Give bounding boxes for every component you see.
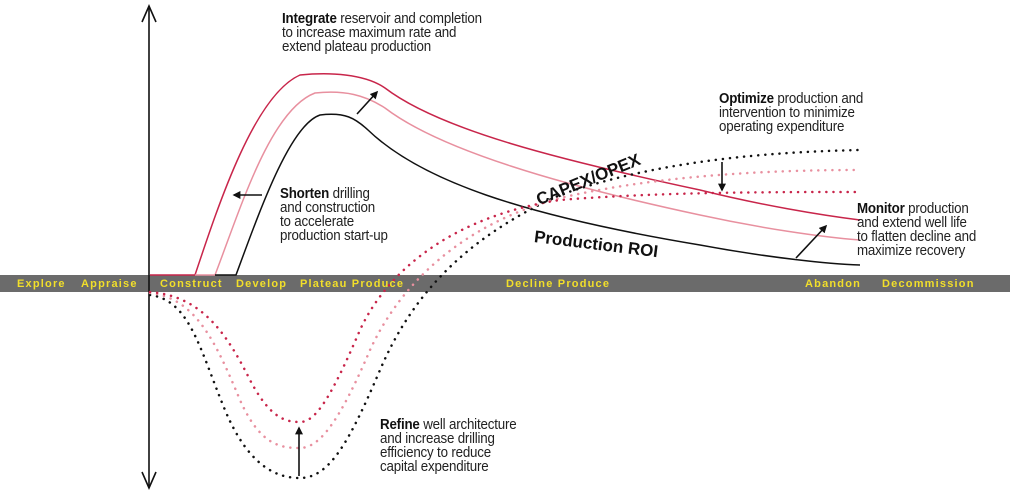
arrow-integrate-icon (356, 90, 379, 115)
arrow-monitor-icon (795, 224, 828, 259)
annotation-refine-line: capital expenditure (380, 459, 489, 475)
annotation-refine-line: efficiency to reduce (380, 445, 492, 461)
annotation-shorten-line: drilling (329, 186, 370, 202)
annotation-monitor: Monitor production and extend well life … (857, 201, 977, 259)
arrow-up-icon (141, 4, 157, 23)
annotation-optimize-line: intervention to minimize (719, 105, 855, 121)
annotation-monitor-line: production (904, 201, 969, 217)
annotation-optimize-line: production and (773, 91, 864, 107)
annotation-monitor-bold: Monitor (857, 201, 905, 217)
annotation-shorten-line: to accelerate (280, 214, 354, 230)
phase-decline-produce: Decline Produce (506, 278, 611, 290)
annotation-shorten-line: production start-up (280, 228, 388, 244)
annotation-integrate-bold: Integrate (282, 11, 337, 27)
production-curve-current (215, 113, 861, 276)
phase-decommission: Decommission (882, 278, 975, 290)
timeline-band (0, 275, 1010, 292)
annotation-monitor-line: and extend well life (857, 215, 967, 231)
annotation-integrate-line: extend plateau production (282, 39, 431, 55)
annotation-optimize: Optimize production and intervention to … (719, 91, 864, 135)
annotation-integrate: Integrate reservoir and completion to in… (282, 11, 482, 55)
production-curve-intermediate (195, 91, 861, 276)
annotation-refine-line: well architecture (419, 417, 517, 433)
capex-curve-improved (148, 190, 862, 424)
annotation-monitor-line: to flatten decline and (857, 229, 977, 245)
phase-explore: Explore (17, 278, 66, 290)
phase-appraise: Appraise (81, 278, 138, 290)
arrow-down-icon (141, 471, 157, 490)
annotation-integrate-line: to increase maximum rate and (282, 25, 457, 41)
annotation-optimize-line: operating expenditure (719, 119, 845, 135)
annotation-refine: Refine well architecture and increase dr… (380, 417, 517, 475)
phase-develop: Develop (236, 278, 288, 290)
annotation-refine-line: and increase drilling (380, 431, 495, 447)
phase-plateau-produce: Plateau Produce (300, 278, 405, 290)
annotation-optimize-bold: Optimize (719, 91, 774, 107)
phase-construct: Construct (160, 278, 223, 290)
annotation-integrate-line: reservoir and completion (336, 11, 482, 27)
capex-curve-intermediate (148, 168, 862, 450)
annotation-refine-bold: Refine (380, 417, 420, 433)
annotation-shorten-line: and construction (280, 200, 375, 216)
annotation-shorten-bold: Shorten (280, 186, 330, 202)
production-curve-improved (150, 73, 861, 276)
annotation-monitor-line: maximize recovery (857, 243, 966, 259)
annotation-shorten: Shorten drilling and construction to acc… (280, 186, 388, 244)
phase-abandon: Abandon (805, 278, 862, 290)
